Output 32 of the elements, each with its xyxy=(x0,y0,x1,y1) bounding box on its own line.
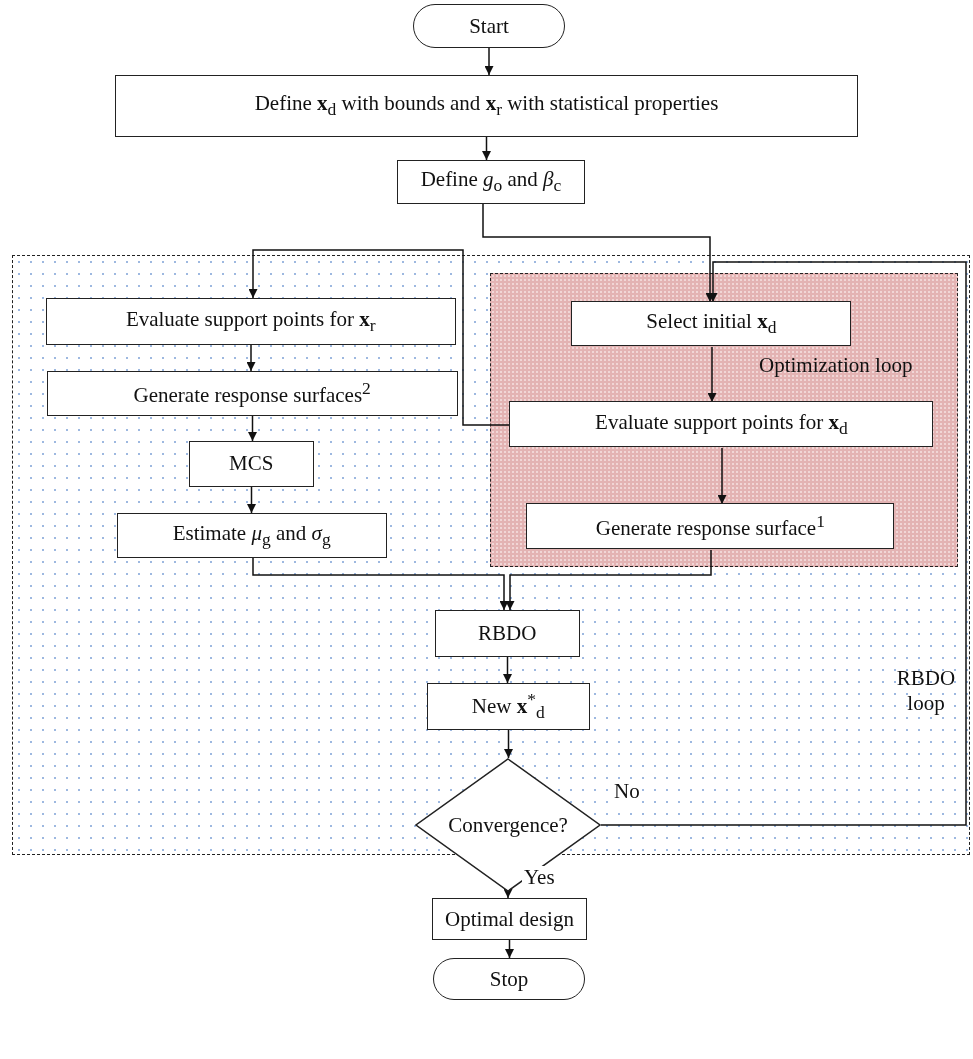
loop-region xyxy=(12,255,970,855)
terminal-box: Start xyxy=(413,4,565,48)
process-box: Evaluate support points for x$_{d}$ xyxy=(509,401,934,448)
arrow xyxy=(482,136,491,161)
arrow xyxy=(246,344,256,372)
arrow xyxy=(503,656,512,684)
arrow xyxy=(717,447,727,505)
process-box: RBDO xyxy=(434,609,580,657)
terminal-box: Stop xyxy=(433,958,585,1000)
arrow xyxy=(505,549,712,611)
region-label: Optimization loop xyxy=(758,352,914,378)
arrow xyxy=(707,346,717,403)
process-box: Define g$_{o}$ and β$_{c}$ xyxy=(397,160,585,204)
process-box: MCS xyxy=(188,440,314,487)
arrow xyxy=(247,486,256,514)
arrow xyxy=(503,889,513,899)
process-box: Optimal design xyxy=(432,898,587,940)
process-box: Evaluate support points for x$_{r}$ xyxy=(45,297,456,345)
region-label: RBDO loop xyxy=(895,666,957,717)
process-box: Generate response surface$^{1}$ xyxy=(526,503,895,550)
process-box: Generate response surfaces$^{2}$ xyxy=(46,370,458,416)
arrow xyxy=(252,557,509,611)
arrow xyxy=(505,939,514,959)
arrow xyxy=(600,261,967,826)
process-box: Select initial x$_{d}$ xyxy=(571,301,852,347)
process-box: Estimate μ$_{g}$ and σ$_{g}$ xyxy=(116,512,387,558)
optimization-region xyxy=(489,272,958,567)
arrow xyxy=(248,415,257,442)
arrow xyxy=(248,249,511,426)
process-box: Define x$_{d}$ with bounds and x$_{r}$ with statistical properties xyxy=(115,75,858,137)
arrow xyxy=(484,47,494,76)
arrow xyxy=(504,729,513,759)
